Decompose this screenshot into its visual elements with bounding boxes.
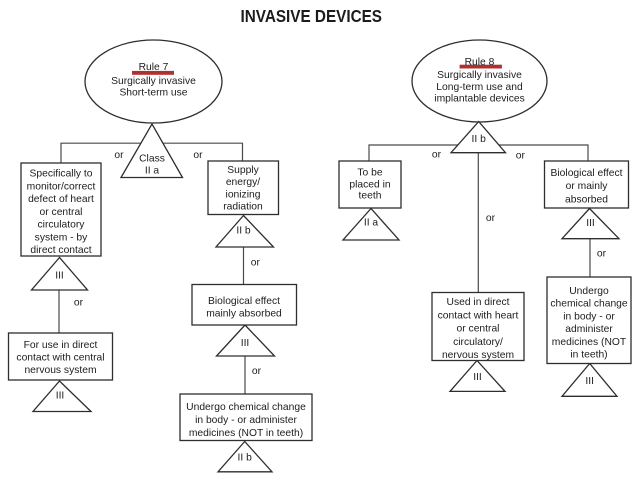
svg-text:III: III: [55, 271, 64, 282]
svg-text:in body - or administer: in body - or administer: [195, 415, 297, 426]
svg-text:or: or: [252, 366, 262, 377]
svg-text:or central: or central: [40, 207, 83, 218]
svg-text:Undergo chemical change: Undergo chemical change: [186, 402, 306, 413]
svg-text:teeth: teeth: [359, 191, 382, 202]
svg-text:contact with central: contact with central: [16, 353, 104, 364]
svg-text:or: or: [432, 150, 442, 161]
svg-text:or: or: [516, 151, 526, 162]
svg-text:absorbed: absorbed: [565, 195, 608, 206]
svg-text:INVASIVE DEVICES: INVASIVE DEVICES: [241, 6, 383, 26]
svg-text:system - by: system - by: [35, 232, 88, 243]
svg-text:Rule 8: Rule 8: [465, 57, 495, 68]
svg-text:medicines (NOT: medicines (NOT: [552, 337, 627, 348]
svg-text:in body - or: in body - or: [563, 311, 615, 322]
svg-text:energy/: energy/: [226, 177, 260, 188]
svg-text:Long-term use and: Long-term use and: [436, 82, 523, 93]
svg-text:Specifically to: Specifically to: [30, 169, 93, 180]
svg-text:defect of heart: defect of heart: [28, 194, 94, 205]
svg-text:II b: II b: [236, 226, 251, 237]
svg-text:ionizing: ionizing: [226, 189, 261, 200]
svg-text:Surgically invasive: Surgically invasive: [111, 76, 196, 87]
svg-text:III: III: [586, 218, 595, 229]
svg-text:mainly absorbed: mainly absorbed: [206, 309, 282, 320]
svg-text:or: or: [486, 213, 496, 224]
svg-text:Undergo: Undergo: [569, 286, 609, 297]
svg-text:or: or: [74, 298, 84, 309]
svg-text:nervous system: nervous system: [442, 350, 514, 361]
svg-text:Short-term use: Short-term use: [119, 88, 187, 99]
svg-text:III: III: [56, 391, 65, 402]
svg-text:III: III: [241, 338, 250, 349]
svg-text:Supply: Supply: [227, 165, 259, 176]
svg-text:Surgically invasive: Surgically invasive: [437, 70, 522, 81]
svg-text:circulatory: circulatory: [38, 220, 86, 231]
svg-text:contact with heart: contact with heart: [438, 310, 519, 321]
svg-text:To be: To be: [357, 167, 382, 178]
svg-text:circulatory/: circulatory/: [453, 337, 503, 348]
svg-text:Used in direct: Used in direct: [447, 297, 510, 308]
svg-text:II b: II b: [238, 453, 253, 464]
svg-text:III: III: [585, 376, 594, 387]
svg-text:or: or: [114, 150, 124, 161]
svg-text:direct contact: direct contact: [30, 245, 91, 256]
svg-text:II a: II a: [145, 166, 160, 177]
svg-text:monitor/correct: monitor/correct: [27, 181, 96, 192]
svg-text:in teeth): in teeth): [570, 350, 607, 361]
svg-text:administer: administer: [565, 324, 613, 335]
svg-text:or: or: [251, 258, 261, 269]
svg-text:Biological effect: Biological effect: [551, 168, 623, 179]
svg-text:or: or: [597, 249, 607, 260]
svg-text:III: III: [473, 372, 482, 383]
svg-text:radiation: radiation: [223, 202, 263, 213]
svg-text:nervous system: nervous system: [24, 365, 96, 376]
svg-text:or: or: [193, 150, 203, 161]
svg-text:placed in: placed in: [349, 179, 390, 190]
svg-text:chemical change: chemical change: [550, 299, 628, 310]
svg-text:Class: Class: [139, 154, 165, 165]
svg-text:Biological effect: Biological effect: [208, 296, 280, 307]
svg-text:or mainly: or mainly: [566, 181, 609, 192]
svg-text:II a: II a: [364, 218, 379, 229]
svg-text:Rule 7: Rule 7: [139, 62, 169, 73]
svg-text:II b: II b: [472, 134, 487, 145]
svg-text:or central: or central: [457, 324, 500, 335]
svg-text:medicines (NOT in teeth): medicines (NOT in teeth): [189, 428, 303, 439]
svg-text:implantable devices: implantable devices: [434, 94, 524, 105]
svg-text:For use in direct: For use in direct: [24, 340, 98, 351]
